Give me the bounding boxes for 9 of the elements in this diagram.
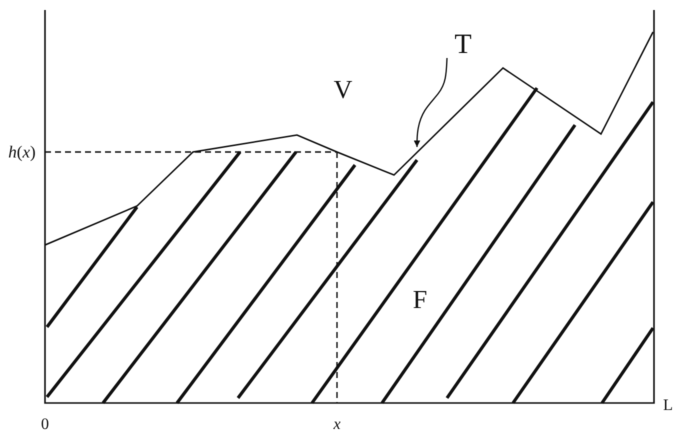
axis-tick-label: 0 — [41, 417, 49, 433]
leader-line — [414, 58, 448, 147]
region-label: V — [334, 77, 352, 103]
region-label: T — [454, 31, 472, 59]
height-label: h(x) — [8, 144, 36, 160]
boundary-line — [44, 32, 654, 246]
region-label: F — [412, 287, 428, 313]
axis-tick-label: x — [333, 417, 341, 433]
axis-tick-label: L — [663, 398, 673, 414]
